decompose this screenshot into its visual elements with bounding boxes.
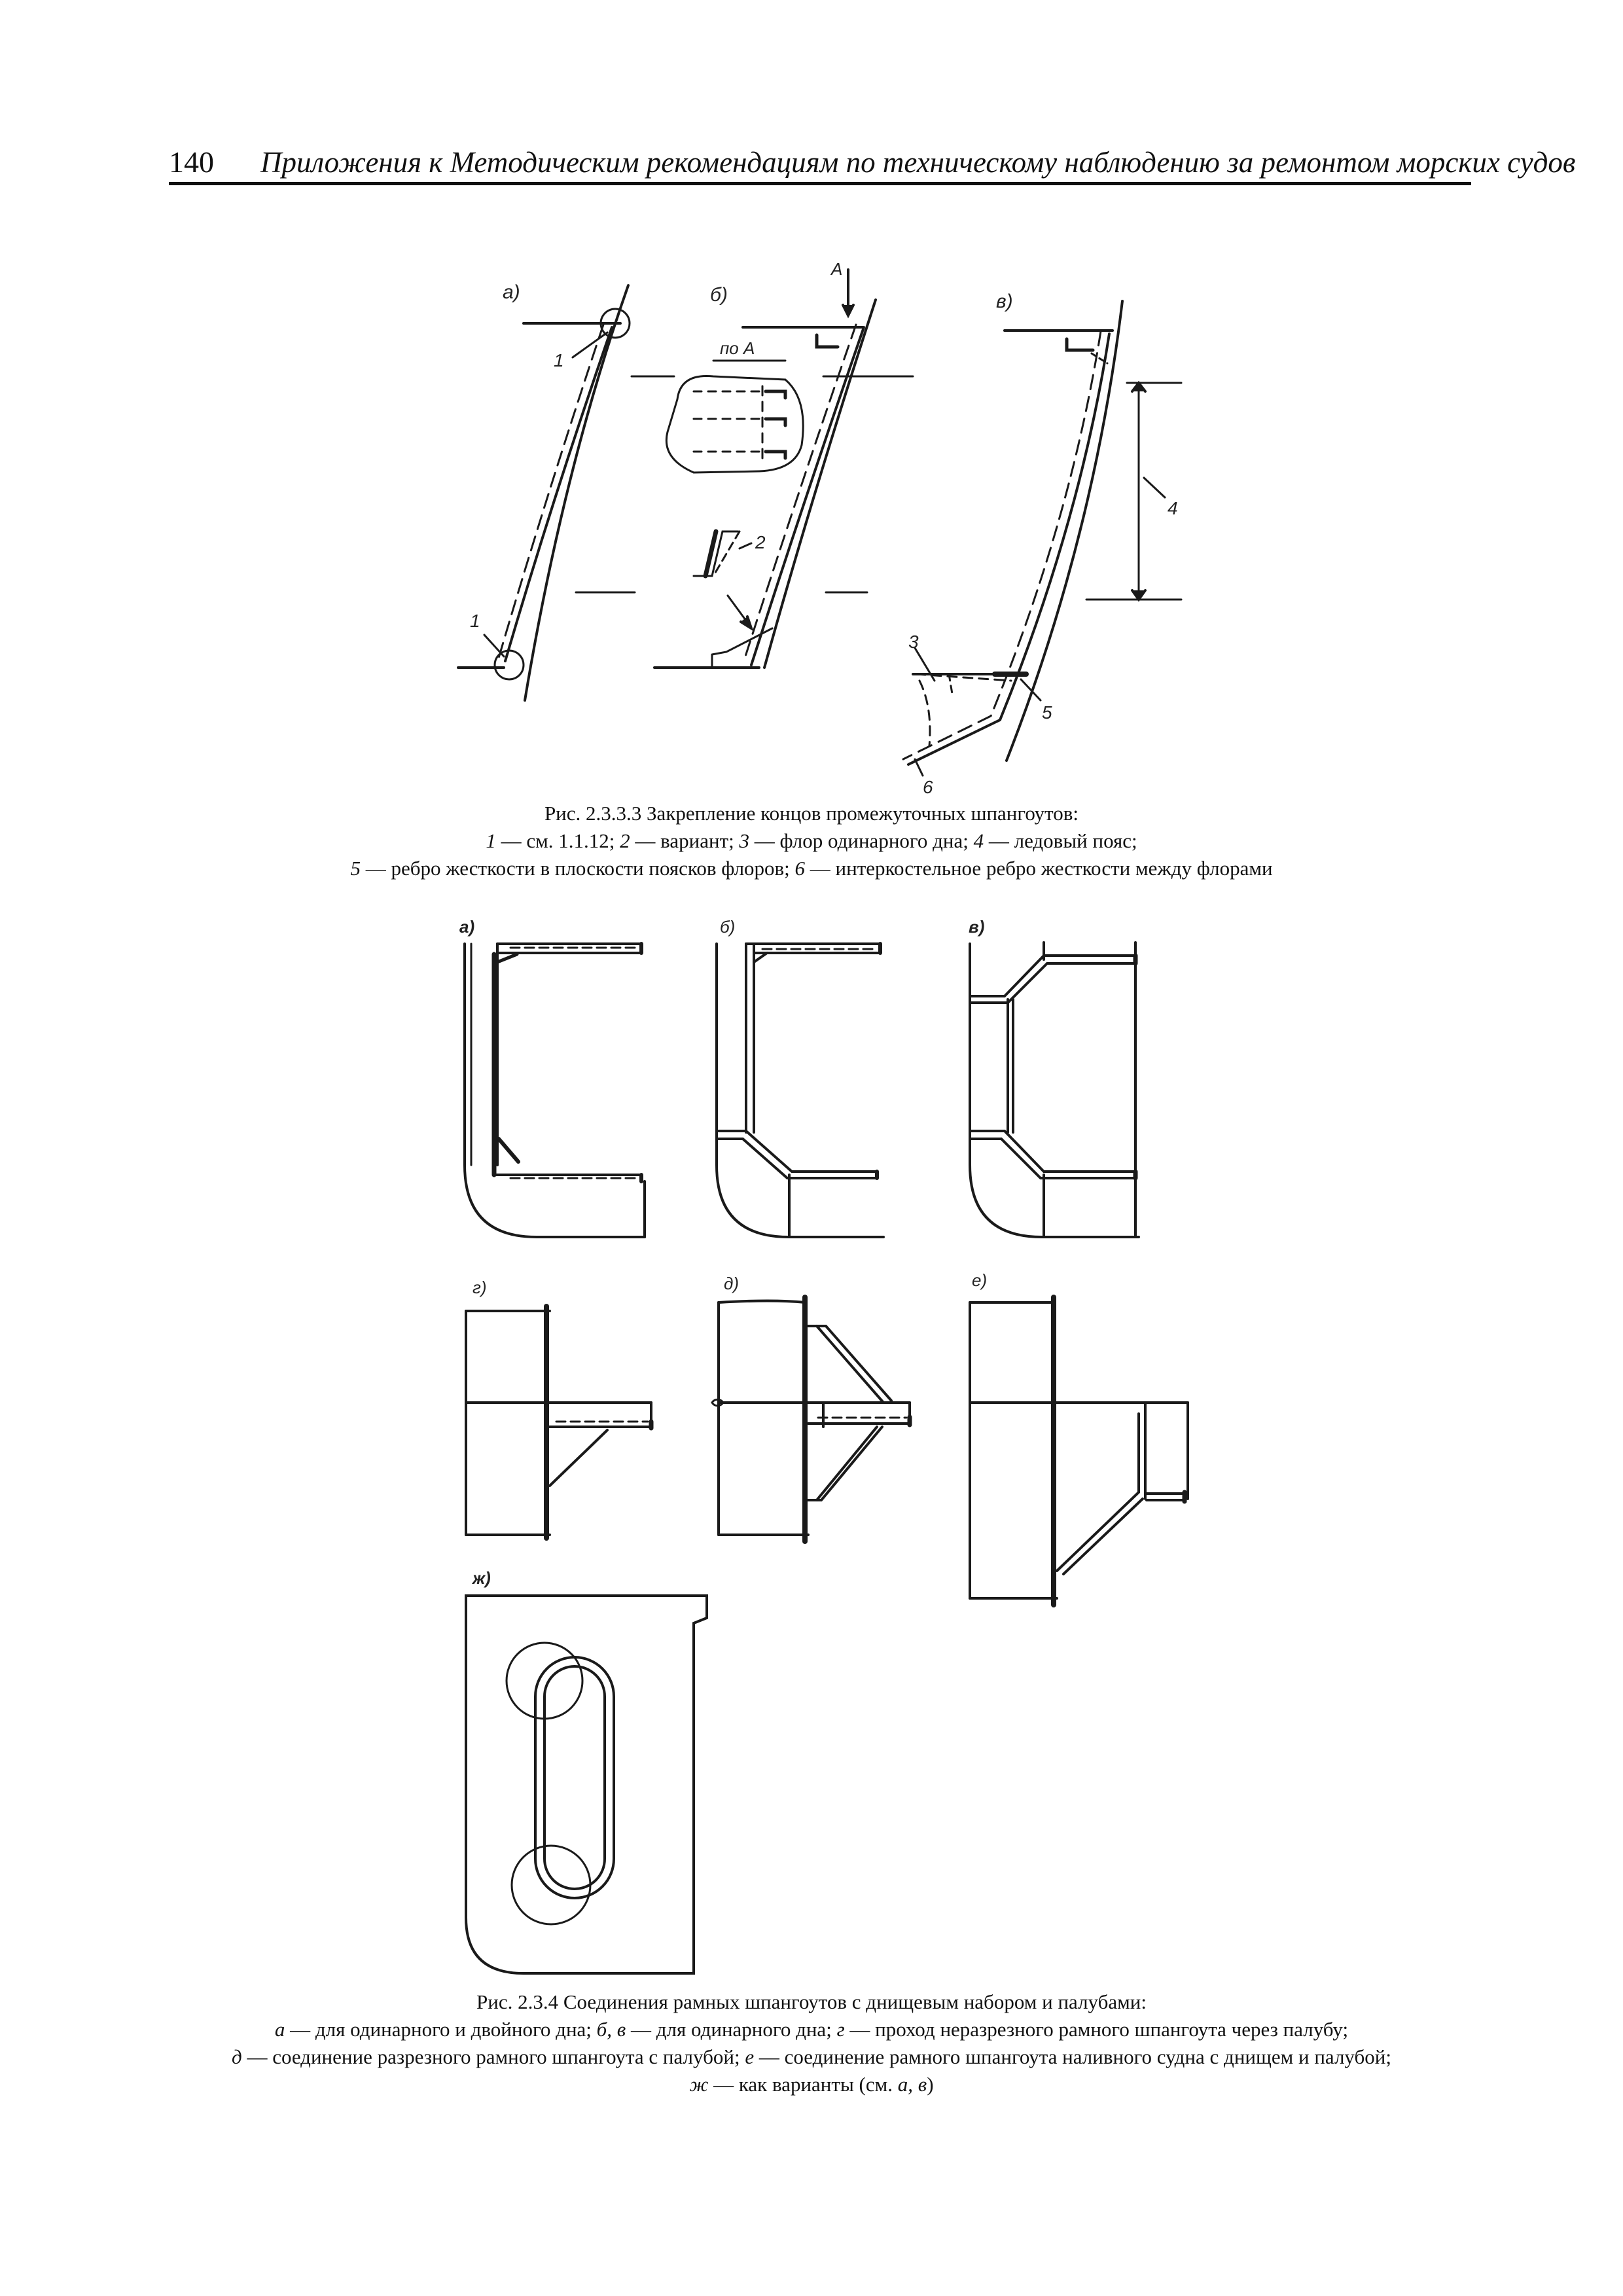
panel-label-b: б): [710, 284, 728, 306]
panel-label-g2: г): [473, 1278, 486, 1297]
figure2-panel-zh: ж): [465, 1568, 708, 1975]
figure2-panel-a: а): [459, 917, 646, 1238]
panel-label-c2: в): [969, 917, 984, 937]
panel-label-d2: д): [724, 1274, 739, 1293]
figure2-panel-b: б): [715, 917, 885, 1238]
figure-web-frame-connections: а) б) в): [459, 917, 1189, 1975]
figure1-panel-c: в) 4 3 5 6: [902, 291, 1183, 797]
callout-6: 6: [923, 777, 933, 797]
figure-frame-end-fastening: а) 1 1 б) А по А 2: [457, 259, 1183, 797]
figure1-caption: Рис. 2.3.3.3 Закрепление концов промежут…: [131, 800, 1492, 882]
panel-label-zh2: ж): [471, 1568, 491, 1588]
section-label: по А: [720, 338, 755, 358]
figure1-panel-b: б) А по А 2: [653, 259, 914, 669]
figure1-caption-title: Рис. 2.3.3.3 Закрепление концов промежут…: [544, 802, 1079, 825]
panel-label-a: а): [503, 281, 520, 303]
callout-5: 5: [1042, 702, 1052, 723]
callout-3: 3: [908, 632, 919, 652]
figure1-panel-a: а) 1 1: [457, 281, 675, 702]
page-header: 140 Приложения к Методическим рекомендац…: [169, 143, 1575, 185]
callout-4: 4: [1168, 498, 1178, 518]
callout-2: 2: [755, 532, 766, 552]
figure2-panel-g: г): [465, 1278, 654, 1541]
figure2-panel-d: д): [711, 1274, 912, 1544]
callout-1-bottom: 1: [470, 611, 480, 631]
figure2-caption-title: Рис. 2.3.4 Соединения рамных шпангоутов …: [476, 1990, 1147, 2013]
panel-label-e2: е): [972, 1270, 987, 1290]
callout-1-top: 1: [554, 350, 564, 370]
panel-label-c: в): [996, 291, 1013, 312]
page-number: 140: [169, 145, 214, 179]
panel-label-b2: б): [720, 917, 735, 937]
panel-label-a2: а): [459, 917, 474, 937]
view-arrow-label: А: [830, 259, 842, 279]
running-title: Приложения к Методическим рекомендациям …: [260, 146, 1576, 179]
figure2-panel-e: е): [969, 1270, 1189, 1607]
figure2-caption: Рис. 2.3.4 Соединения рамных шпангоутов …: [131, 1988, 1492, 2098]
figure2-panel-c: в): [969, 917, 1140, 1238]
